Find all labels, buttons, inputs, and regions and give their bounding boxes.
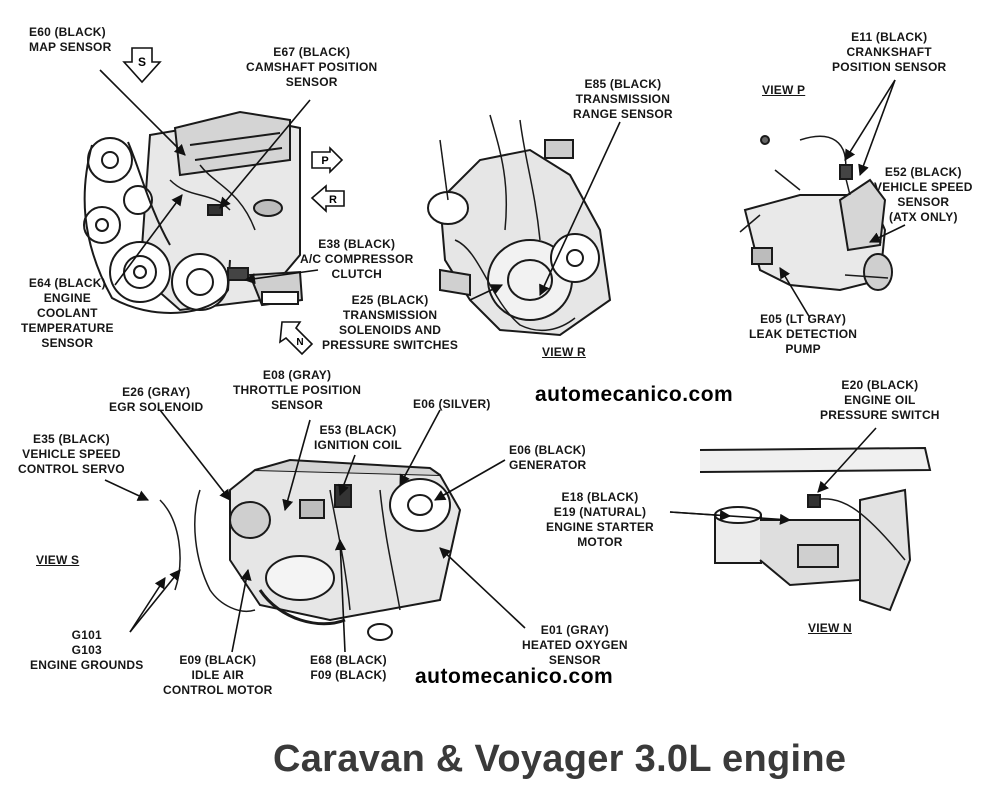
view-s-illustration [159,458,462,641]
label-e08-throttle-position-sensor: E08 (GRAY) THROTTLE POSITION SENSOR [233,368,362,412]
view-r-illustration [427,114,612,337]
label-e64-engine-coolant-temperature-sensor: E64 (BLACK) ENGINE COOLANT TEMPERATURE S… [21,276,114,350]
view-p-letter: P [321,155,328,167]
label-e05-leak-detection-pump: E05 (LT GRAY) LEAK DETECTION PUMP [749,312,858,356]
engine-front-illustration [83,110,304,314]
view-r-caption: VIEW R [542,345,586,359]
label-e60-map-sensor: E60 (BLACK) MAP SENSOR [29,25,112,54]
label-e35-vehicle-speed-control-servo: E35 (BLACK) VEHICLE SPEED CONTROL SERVO [18,432,125,476]
label-e38-ac-compressor-clutch: E38 (BLACK) A/C COMPRESSOR CLUTCH [300,237,414,281]
label-e09-idle-air-control-motor: E09 (BLACK) IDLE AIR CONTROL MOTOR [163,653,273,697]
view-s-letter: S [138,55,146,69]
watermark-bottom: automecanico.com [415,665,614,688]
view-p-arrow-badge: P [311,146,344,174]
view-p-caption: VIEW P [762,83,806,97]
label-e01-heated-oxygen-sensor: E01 (GRAY) HEATED OXYGEN SENSOR [522,623,628,667]
view-n-caption: VIEW N [808,621,852,635]
leader-lines [99,69,906,653]
label-e67-camshaft-position-sensor: E67 (BLACK) CAMSHAFT POSITION SENSOR [246,45,378,89]
view-n-letter: N [296,337,303,348]
label-e25-transmission-solenoids: E25 (BLACK) TRANSMISSION SOLENOIDS AND P… [322,293,459,352]
view-n-illustration [699,446,932,612]
view-n-arrow-badge: N [279,321,314,356]
view-r-letter: R [329,194,337,206]
label-e06-silver: E06 (SILVER) [413,397,491,411]
label-e53-ignition-coil: E53 (BLACK) IGNITION COIL [314,423,402,452]
label-e11-crankshaft-position-sensor: E11 (BLACK) CRANKSHAFT POSITION SENSOR [832,30,947,74]
view-s-arrow-badge: S [122,47,162,84]
watermark-top: automecanico.com [535,383,734,406]
label-e26-egr-solenoid: E26 (GRAY) EGR SOLENOID [109,385,204,414]
diagram-title: Caravan & Voyager 3.0L engine [273,738,847,780]
label-e06-generator: E06 (BLACK) GENERATOR [509,443,587,472]
view-s-caption: VIEW S [36,553,80,567]
label-e52-vehicle-speed-sensor: E52 (BLACK) VEHICLE SPEED SENSOR (ATX ON… [874,165,973,224]
view-p-illustration [739,135,893,292]
label-e85-transmission-range-sensor: E85 (BLACK) TRANSMISSION RANGE SENSOR [573,77,673,121]
label-g101-g103-engine-grounds: G101 G103 ENGINE GROUNDS [30,628,144,672]
label-e68-f09: E68 (BLACK) F09 (BLACK) [310,653,387,682]
label-e18-e19-engine-starter-motor: E18 (BLACK) E19 (NATURAL) ENGINE STARTER… [546,490,654,549]
view-r-arrow-badge: R [310,184,345,213]
label-e20-engine-oil-pressure-switch: E20 (BLACK) ENGINE OIL PRESSURE SWITCH [820,378,940,422]
